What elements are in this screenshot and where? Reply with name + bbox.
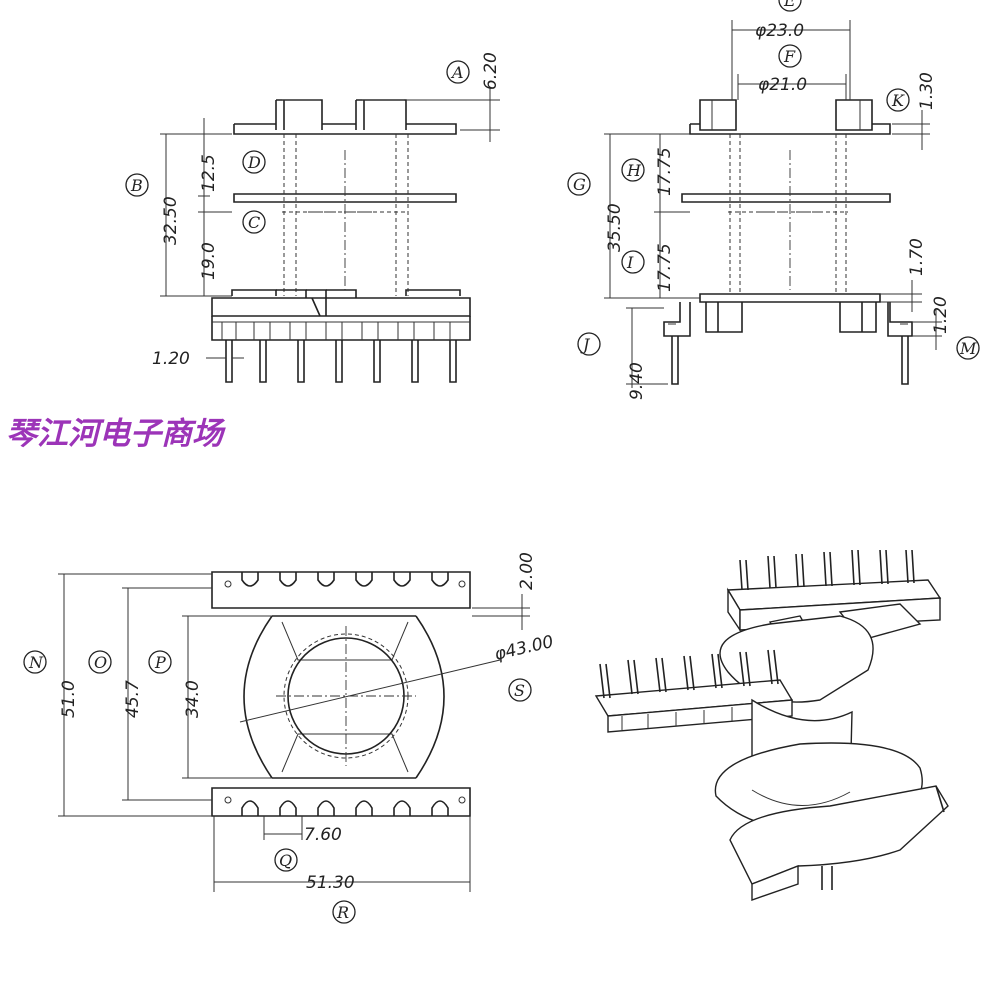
label-A: A bbox=[450, 63, 464, 82]
dim-P: 34.0 bbox=[183, 680, 203, 718]
top-view: 2.00 51.0 45.7 34.0 φ43.00 7.60 51.30 N … bbox=[23, 552, 556, 924]
label-S: S bbox=[514, 681, 525, 700]
dim-D: 12.5 bbox=[199, 154, 219, 192]
dim-J: 9.40 bbox=[627, 362, 647, 400]
dim-pin-width: 1.20 bbox=[152, 349, 190, 369]
label-I: I bbox=[626, 253, 634, 272]
watermark-text: 琴江河电子商场 bbox=[6, 416, 226, 452]
label-E: E bbox=[783, 0, 796, 10]
label-P: P bbox=[154, 653, 166, 672]
dim-Q: 7.60 bbox=[304, 825, 342, 845]
dim-N: 51.0 bbox=[59, 680, 79, 718]
dim-H: 17.75 bbox=[655, 147, 675, 196]
label-G: G bbox=[573, 175, 586, 194]
label-H: H bbox=[626, 161, 642, 180]
label-Q: Q bbox=[279, 851, 292, 870]
label-O: O bbox=[94, 653, 107, 672]
dim-C: 19.0 bbox=[199, 242, 219, 280]
dim-O: 45.7 bbox=[123, 680, 143, 718]
dim-I-right: 1.70 bbox=[907, 238, 927, 276]
front-view: 6.20 32.50 12.5 19.0 1.20 A B D C bbox=[125, 52, 501, 383]
label-D: D bbox=[247, 153, 261, 172]
dim-M: 1.20 bbox=[931, 296, 951, 334]
dim-I: 17.75 bbox=[655, 243, 675, 292]
label-J: J bbox=[580, 335, 591, 354]
label-C: C bbox=[248, 213, 260, 232]
dim-S: φ43.00 bbox=[493, 632, 556, 665]
dim-B: 32.50 bbox=[161, 196, 181, 245]
label-M: M bbox=[959, 339, 977, 358]
side-view: φ23.0 φ21.0 1.30 35.50 17.75 17.75 1.70 … bbox=[567, 0, 980, 400]
dim-K: 1.30 bbox=[917, 72, 937, 110]
dim-top-thickness: 2.00 bbox=[517, 552, 537, 590]
dim-F: φ21.0 bbox=[758, 75, 807, 95]
label-B: B bbox=[130, 176, 143, 195]
isometric-view bbox=[594, 549, 949, 901]
dim-E: φ23.0 bbox=[755, 21, 804, 41]
dim-A: 6.20 bbox=[481, 52, 501, 90]
label-N: N bbox=[28, 653, 44, 672]
label-K: K bbox=[891, 91, 905, 110]
label-F: F bbox=[783, 47, 796, 66]
label-R: R bbox=[336, 903, 349, 922]
dim-R: 51.30 bbox=[306, 873, 355, 893]
dim-G: 35.50 bbox=[605, 203, 625, 252]
